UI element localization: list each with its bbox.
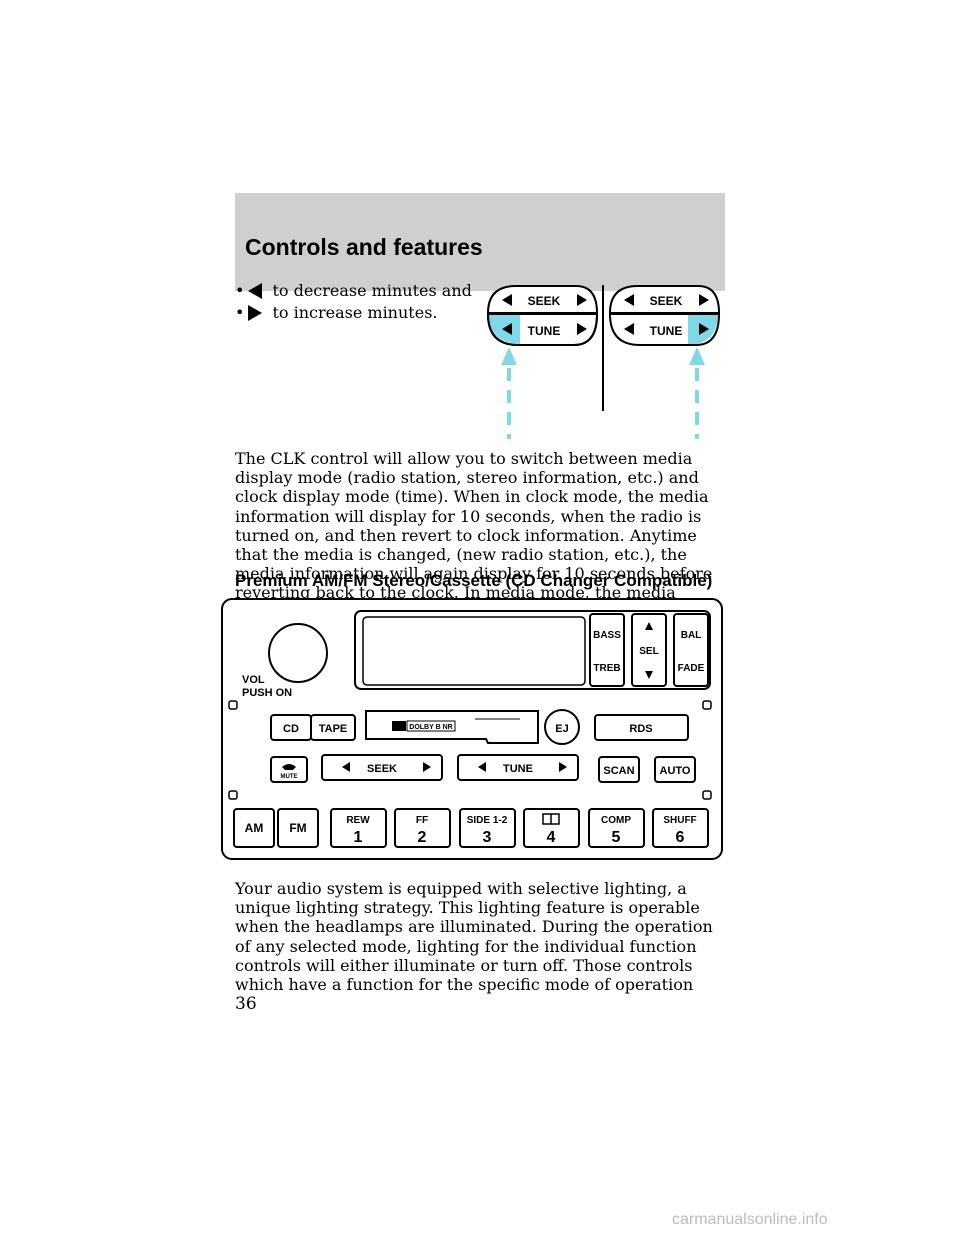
preset-label: FF <box>416 815 428 826</box>
treb-label: TREB <box>593 663 620 674</box>
push-on-label: PUSH ON <box>242 687 292 699</box>
tape-label: TAPE <box>319 723 348 735</box>
clk-paragraph: The CLK control will allow you to switch… <box>235 449 713 622</box>
lighting-paragraph: Your audio system is equipped with selec… <box>235 879 713 995</box>
preset-label: SIDE 1-2 <box>467 815 508 826</box>
bullet-glyph: • <box>235 281 245 300</box>
fm-label: FM <box>289 821 306 835</box>
bass-treb-button[interactable]: BASS TREB <box>589 613 625 687</box>
right-arrow-icon <box>423 762 431 772</box>
cassette-slot[interactable]: DOLBY B NR <box>365 710 539 744</box>
preset-button-4[interactable]: 4 <box>523 808 580 848</box>
bal-fade-button[interactable]: BAL FADE <box>673 613 709 687</box>
header-band <box>235 193 725 291</box>
tape-button[interactable]: TAPE <box>310 714 356 741</box>
page-number: 36 <box>235 994 257 1014</box>
mute-label: MUTE <box>281 774 298 780</box>
screw-hole <box>228 700 238 710</box>
rds-label: RDS <box>629 723 652 735</box>
tune-label: TUNE <box>650 324 683 338</box>
preset-number: 6 <box>676 829 685 846</box>
bal-label: BAL <box>681 630 702 641</box>
preset-number: 2 <box>418 829 427 846</box>
ej-label: EJ <box>555 723 568 735</box>
preset-button-6[interactable]: SHUFF 6 <box>652 808 709 848</box>
bullet-text: to decrease minutes and <box>272 281 472 300</box>
screw-hole <box>702 700 712 710</box>
screw-hole <box>702 790 712 800</box>
scan-label: SCAN <box>603 765 634 777</box>
preset-label: COMP <box>601 815 631 826</box>
seek-button[interactable]: SEEK <box>321 754 443 781</box>
tune-label: TUNE <box>528 324 561 338</box>
seek-label: SEEK <box>650 294 683 308</box>
left-arrow-icon <box>478 762 486 772</box>
seek-tune-diagram: SEEK TUNE SEEK TUNE <box>486 285 721 439</box>
seek-tune-control-right: SEEK TUNE <box>608 285 721 346</box>
left-arrow-icon <box>342 762 350 772</box>
down-arrow-icon <box>645 671 653 679</box>
am-label: AM <box>245 821 264 835</box>
sel-label: SEL <box>639 646 658 657</box>
rds-button[interactable]: RDS <box>594 714 689 741</box>
highlight-arrow-left <box>501 347 517 439</box>
right-arrow-icon <box>248 304 263 321</box>
up-arrow-icon <box>645 622 653 630</box>
seek-label: SEEK <box>528 294 561 308</box>
am-button[interactable]: AM <box>233 808 275 848</box>
dolby-icon <box>542 813 560 825</box>
fade-label: FADE <box>678 663 705 674</box>
seek-tune-control-left: SEEK TUNE <box>486 285 599 346</box>
preset-number: 3 <box>483 829 492 846</box>
highlight-arrow-right <box>689 347 705 439</box>
bullet-decrease: • to decrease minutes and <box>235 281 472 300</box>
scan-button[interactable]: SCAN <box>598 756 640 783</box>
auto-label: AUTO <box>660 765 691 777</box>
preset-number: 1 <box>354 829 363 846</box>
radio-faceplate: VOL PUSH ON BASS TREB SEL BAL FADE CD TA… <box>221 598 723 860</box>
fm-button[interactable]: FM <box>277 808 319 848</box>
preset-button-2[interactable]: FF 2 <box>394 808 451 848</box>
preset-button-1[interactable]: REW 1 <box>330 808 387 848</box>
cd-button[interactable]: CD <box>270 714 312 741</box>
screw-hole <box>228 790 238 800</box>
tune-button[interactable]: TUNE <box>457 754 579 781</box>
sel-button[interactable]: SEL <box>631 613 667 687</box>
mute-button[interactable]: MUTE <box>270 756 308 783</box>
preset-number: 4 <box>547 829 556 846</box>
left-arrow-icon <box>248 282 263 299</box>
phone-icon <box>282 764 296 770</box>
preset-number: 5 <box>612 829 621 846</box>
dolby-icon <box>392 721 406 731</box>
preset-button-3[interactable]: SIDE 1-2 3 <box>459 808 516 848</box>
preset-label: REW <box>346 815 370 826</box>
vol-label: VOL <box>242 674 265 686</box>
preset-label: SHUFF <box>663 815 696 826</box>
preset-button-5[interactable]: COMP 5 <box>588 808 645 848</box>
bass-label: BASS <box>593 630 621 641</box>
bullet-increase: • to increase minutes. <box>235 303 437 322</box>
auto-button[interactable]: AUTO <box>654 756 696 783</box>
cd-label: CD <box>283 723 299 735</box>
volume-knob[interactable] <box>268 623 328 683</box>
tune-label: TUNE <box>503 763 533 775</box>
dolby-label: DOLBY B NR <box>409 724 452 731</box>
eject-button[interactable]: EJ <box>544 709 580 745</box>
section-title: Controls and features <box>245 234 483 260</box>
radio-subheading: Premium AM/FM Stereo/Cassette (CD Change… <box>235 571 713 590</box>
footer-watermark[interactable]: carmanualsonline.info <box>672 1211 828 1228</box>
bullet-glyph: • <box>235 303 245 322</box>
seek-label: SEEK <box>367 763 397 775</box>
bullet-text: to increase minutes. <box>272 303 438 322</box>
right-arrow-icon <box>559 762 567 772</box>
